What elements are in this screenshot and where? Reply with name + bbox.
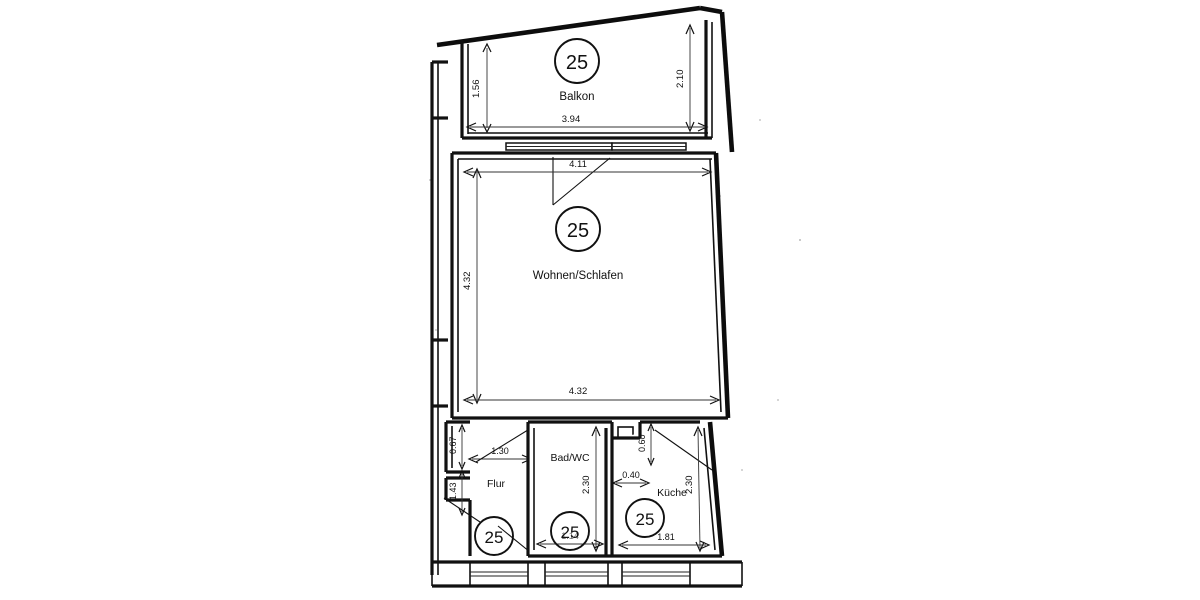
dim-wohnen-top-label: 4.11 [569, 159, 587, 170]
dim-wohnen-bottom: 4.32 [462, 386, 721, 405]
dim-balkon-right: 2.10 [675, 23, 695, 133]
dim-kueche-offset-label: 0.40 [622, 470, 640, 480]
dim-flur-lower-left: 1.43 [448, 469, 466, 517]
dim-flur-upper-left: 0.67 [448, 423, 466, 471]
dim-kueche-top: 0.60 [637, 422, 713, 471]
dim-balkon-bottom-label: 3.94 [562, 114, 581, 125]
apartment-number-circle-bad [550, 511, 590, 551]
dim-kueche-top-label: 0.60 [637, 434, 647, 452]
dim-wohnen-left-label: 4.32 [462, 272, 473, 291]
room-label-wohnen-schlafen: Wohnen/Schlafen [533, 270, 624, 282]
room-label-balkon: Balkon [559, 91, 594, 103]
room-balkon: 1.56 2.10 3.94 25 Balkon [436, 5, 735, 153]
dim-flur-lower-left-label: 1.43 [448, 482, 458, 500]
dim-kueche-bottom-label: 1.81 [657, 532, 675, 542]
apartment-number-flur: 25 [485, 528, 504, 547]
room-wohnen-schlafen: 4.11 4.32 4.32 25 Wohnen/Schlafen [450, 151, 731, 420]
dim-kueche-right-label: 2.30 [684, 476, 695, 495]
dim-flur-top-label: 1.30 [491, 446, 509, 456]
room-label-kueche: Küche [657, 487, 687, 499]
room-label-flur: Flur [487, 478, 506, 490]
dim-wohnen-left: 4.32 [462, 167, 482, 405]
dim-wohnen-bottom-label: 4.32 [569, 386, 588, 397]
dim-bad-right: 2.30 [581, 425, 601, 553]
dim-wohnen-top: 4.11 [462, 159, 713, 177]
dim-balkon-right-label: 2.10 [675, 70, 686, 89]
exterior-left-wall [430, 60, 448, 575]
apartment-number-circle-kueche [625, 498, 665, 538]
room-label-bad-wc: Bad/WC [550, 452, 590, 464]
dim-flur-upper-left-label: 0.67 [448, 436, 458, 454]
room-kueche: 0.60 0.40 2.30 1.81 Küche 25 [610, 420, 725, 558]
apartment-number-circle-flur [474, 516, 514, 556]
apartment-number-balkon: 25 [566, 52, 588, 74]
apartment-number-bad: 25 [561, 523, 580, 542]
dim-kueche-offset: 0.40 [611, 470, 651, 488]
dim-bad-bottom-label: 1.14 [561, 531, 579, 541]
balcony-door-band [505, 142, 687, 151]
apartment-number-circle-balkon [554, 38, 600, 84]
room-bad-wc: 2.30 1.14 Bad/WC 25 [526, 420, 634, 558]
dim-bad-right-label: 2.30 [581, 476, 592, 495]
dim-balkon-left-label: 1.56 [471, 80, 482, 99]
dim-kueche-bottom: 1.81 [617, 532, 711, 550]
dim-balkon-bottom: 3.94 [465, 114, 709, 132]
room-flur: 0.67 1.43 1.30 Flur 25 [443, 420, 540, 556]
apartment-number-wohnen: 25 [567, 220, 589, 242]
bottom-exterior-wall [431, 560, 743, 588]
apartment-number-kueche: 25 [636, 510, 655, 529]
dim-bad-bottom: 1.14 [535, 531, 605, 549]
apartment-number-circle-wohnen [555, 206, 601, 252]
